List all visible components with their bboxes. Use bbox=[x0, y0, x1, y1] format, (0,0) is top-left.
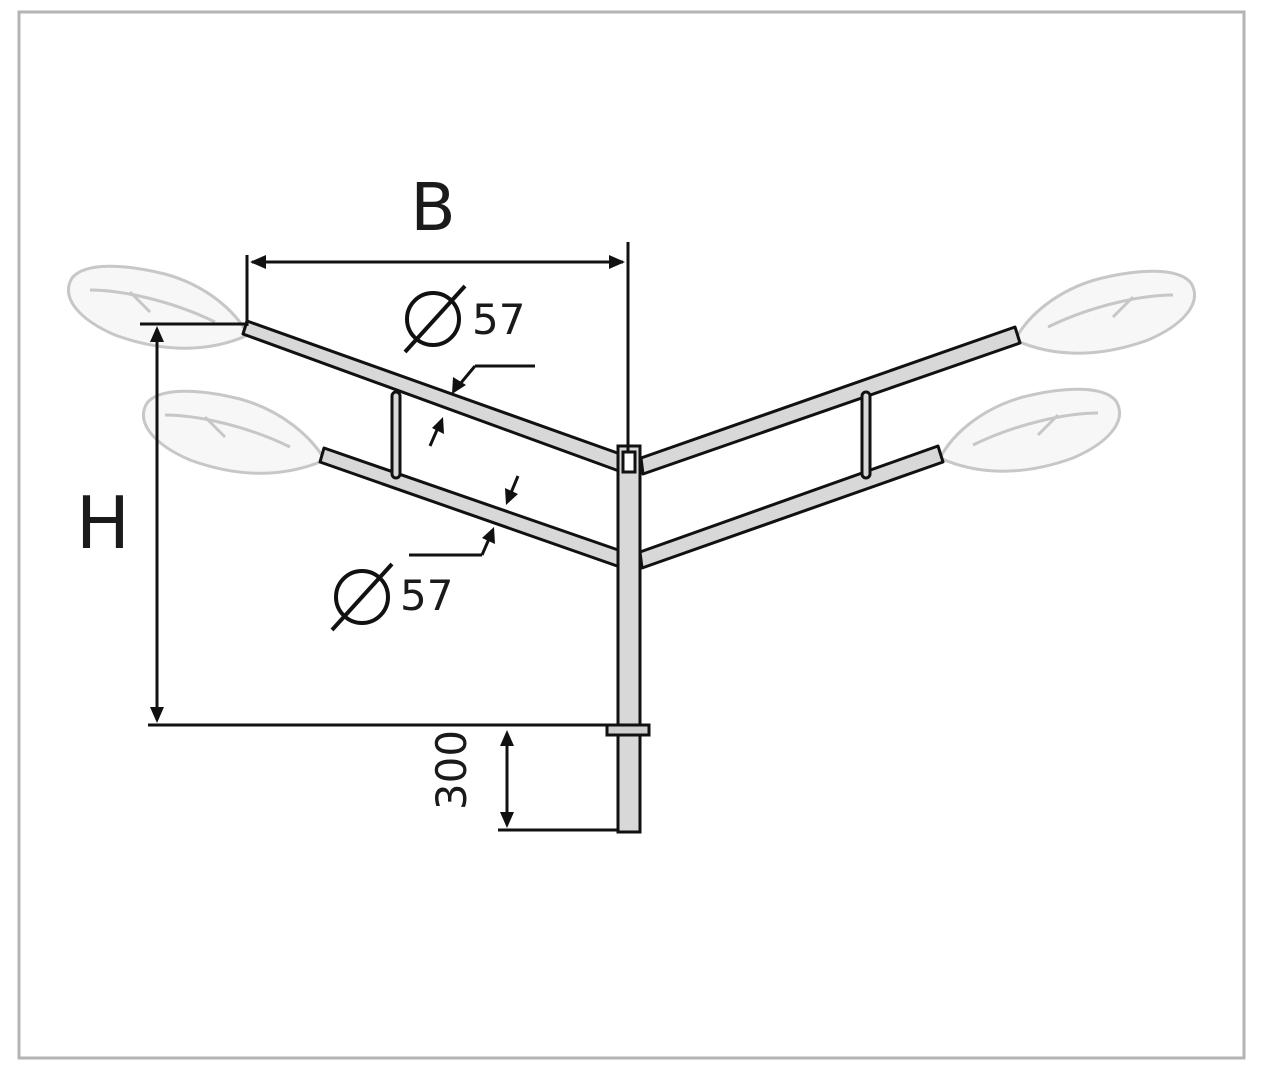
label-300: 300 bbox=[427, 730, 476, 810]
lamp-heads bbox=[67, 264, 1196, 475]
pole-cap bbox=[621, 450, 637, 474]
callout-upper-diameter bbox=[428, 364, 535, 447]
lamp-upper-left bbox=[67, 264, 251, 350]
callout-lower-diameter bbox=[409, 475, 520, 557]
brace-right bbox=[860, 390, 872, 480]
dimension-h bbox=[140, 322, 607, 727]
pole-shaft bbox=[616, 444, 642, 834]
label-lower-diameter: 57 bbox=[400, 571, 453, 620]
arm-upper-right bbox=[639, 325, 1022, 476]
brace-left bbox=[390, 390, 402, 480]
dimension-b bbox=[245, 242, 630, 452]
pole-flange bbox=[605, 723, 651, 737]
lamp-lower-right bbox=[937, 387, 1121, 473]
diameter-icon-lower bbox=[330, 562, 394, 632]
label-upper-diameter: 57 bbox=[472, 295, 525, 344]
lamp-lower-left bbox=[142, 389, 328, 475]
lamp-upper-right bbox=[1012, 269, 1196, 355]
pole bbox=[605, 444, 651, 834]
label-h: H bbox=[76, 481, 130, 565]
label-b: B bbox=[410, 169, 455, 246]
dimension-300 bbox=[498, 730, 618, 832]
diameter-icon-upper bbox=[403, 284, 467, 354]
